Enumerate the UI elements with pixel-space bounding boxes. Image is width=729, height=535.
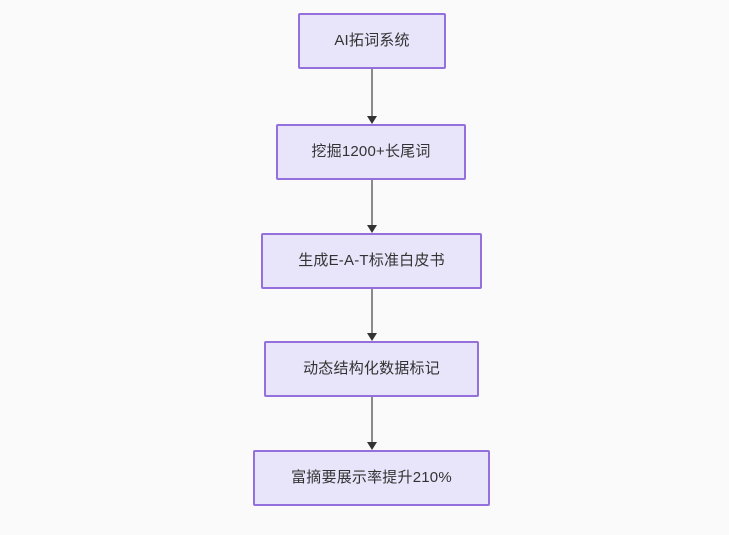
edge-n3-n4 [367, 289, 377, 341]
edge-line [371, 289, 373, 335]
arrowhead-icon [367, 333, 377, 341]
flow-node-rich-snippet-uplift[interactable]: 富摘要展示率提升210% [253, 450, 490, 506]
arrowhead-icon [367, 116, 377, 124]
edge-line [371, 397, 373, 444]
edge-line [371, 180, 373, 227]
edge-line [371, 69, 373, 118]
edge-n4-n5 [367, 397, 377, 450]
edge-n1-n2 [367, 69, 377, 124]
edge-n2-n3 [367, 180, 377, 233]
arrowhead-icon [367, 225, 377, 233]
flow-node-ai-keyword-system[interactable]: AI拓词系统 [298, 13, 446, 69]
flow-node-mine-longtail-keywords[interactable]: 挖掘1200+长尾词 [276, 124, 466, 180]
arrowhead-icon [367, 442, 377, 450]
flow-node-dynamic-structured-data[interactable]: 动态结构化数据标记 [264, 341, 479, 397]
flow-node-generate-eat-whitepaper[interactable]: 生成E-A-T标准白皮书 [261, 233, 482, 289]
